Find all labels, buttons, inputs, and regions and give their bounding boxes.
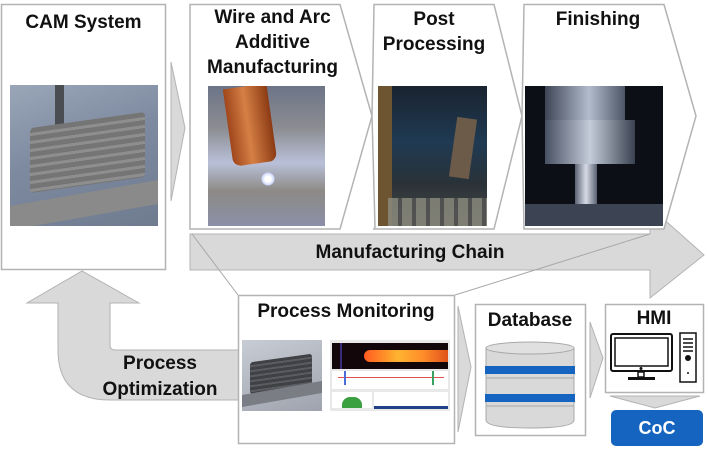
welding-torch-image — [208, 86, 325, 226]
stage-title-waam: Wire and Arc Additive Manufacturing — [190, 5, 355, 80]
stage-title-post-processing: Post Processing — [374, 7, 494, 57]
cam-render-image — [10, 85, 158, 226]
coc-badge: CoC — [611, 410, 703, 446]
monitoring-software-image — [330, 340, 450, 411]
hmi-title: HMI — [636, 308, 672, 329]
chevron-arrow-icon — [457, 305, 472, 433]
chevron-arrow-icon — [589, 321, 604, 399]
manufacturing-chain-label: Manufacturing Chain — [315, 242, 505, 263]
process-optimization-arrow — [25, 270, 241, 401]
title-line: Processing — [382, 34, 486, 55]
stage-title-finishing: Finishing — [555, 9, 641, 30]
database-icon — [485, 341, 575, 429]
database-title: Database — [487, 310, 573, 331]
label-line: Optimization — [102, 379, 218, 400]
title-line: Manufacturing — [207, 57, 338, 78]
process-monitoring-title: Process Monitoring — [257, 301, 435, 322]
chevron-down-icon — [609, 395, 701, 409]
process-optimization-label: Process Optimization — [95, 351, 225, 403]
label-line: Process — [123, 353, 197, 374]
stage-title-cam: CAM System — [25, 12, 142, 33]
title-line: Additive — [235, 32, 310, 53]
monitoring-part-render-image — [242, 340, 322, 411]
furnace-image — [378, 86, 487, 226]
title-line: Post — [413, 9, 455, 30]
chevron-arrow-icon — [170, 61, 186, 202]
title-line: Wire and Arc — [214, 7, 331, 28]
milling-tool-image — [525, 86, 663, 226]
computer-icon — [610, 332, 697, 383]
